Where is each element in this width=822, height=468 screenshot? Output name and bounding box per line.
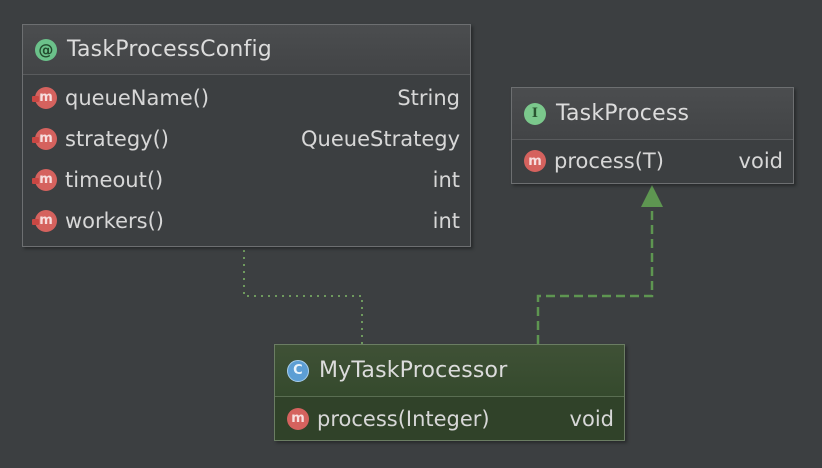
node-header-iface: I TaskProcess xyxy=(512,88,793,140)
member-row[interactable]: m strategy() QueueStrategy xyxy=(23,118,470,159)
method-icon: m xyxy=(32,209,57,232)
realization-arrowhead xyxy=(641,185,663,207)
member-name: process(T) xyxy=(554,149,664,173)
member-type: void xyxy=(569,406,614,431)
member-row[interactable]: m workers() int xyxy=(23,200,470,241)
member-type: QueueStrategy xyxy=(301,126,460,151)
class-icon: C xyxy=(287,359,309,382)
method-icon: m xyxy=(32,127,57,150)
member-row[interactable]: m process(Integer) void xyxy=(275,397,624,440)
node-task-process-config[interactable]: @ TaskProcessConfig m queueName() String… xyxy=(22,24,471,247)
realization-edge xyxy=(536,207,654,344)
node-title-iface: TaskProcess xyxy=(556,101,690,126)
member-row[interactable]: m timeout() int xyxy=(23,159,470,200)
node-my-task-processor[interactable]: C MyTaskProcessor m process(Integer) voi… xyxy=(274,344,625,441)
annotation-link xyxy=(243,250,363,344)
member-name: queueName() xyxy=(65,85,210,110)
method-icon: m xyxy=(32,86,57,109)
method-icon: m xyxy=(287,407,309,430)
node-task-process[interactable]: I TaskProcess m process(T) void xyxy=(511,87,794,184)
member-name: timeout() xyxy=(65,167,164,192)
member-name: workers() xyxy=(65,208,164,233)
node-title-config: TaskProcessConfig xyxy=(67,37,272,62)
member-name: process(Integer) xyxy=(317,406,490,431)
member-type: void xyxy=(738,149,783,173)
annotation-icon: @ xyxy=(35,38,57,61)
member-row[interactable]: m process(T) void xyxy=(512,140,793,182)
interface-icon: I xyxy=(524,102,546,125)
node-title-impl: MyTaskProcessor xyxy=(319,358,508,383)
member-type: int xyxy=(432,167,460,192)
member-type: String xyxy=(397,85,460,110)
member-name: strategy() xyxy=(65,126,169,151)
node-header-config: @ TaskProcessConfig xyxy=(23,25,470,75)
method-icon: m xyxy=(32,168,57,191)
node-header-impl: C MyTaskProcessor xyxy=(275,345,624,397)
member-type: int xyxy=(432,208,460,233)
member-row[interactable]: m queueName() String xyxy=(23,77,470,118)
method-icon: m xyxy=(524,150,546,172)
